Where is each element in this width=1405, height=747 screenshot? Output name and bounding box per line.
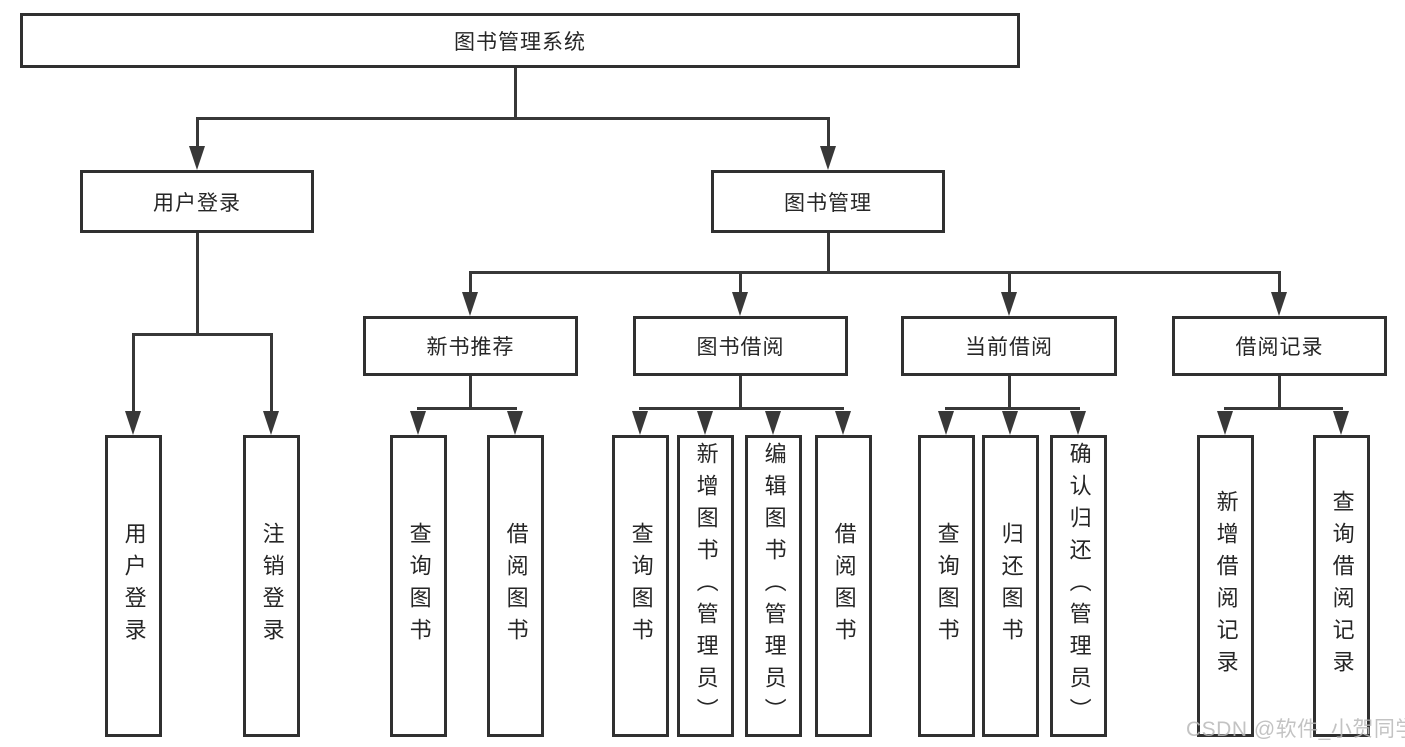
node-new-book-recommend-label: 新书推荐 — [426, 336, 515, 359]
node-book-borrow: 图书借阅 — [633, 316, 848, 376]
leaf-query-book-recommend: 查询图书 — [390, 435, 447, 737]
node-current-borrow-label: 当前借阅 — [965, 336, 1053, 359]
connector-line — [945, 407, 1080, 410]
leaf-add-book-admin: 新增图书（管理员） — [677, 435, 734, 737]
leaf-edit-book-admin: 编辑图书（管理员） — [745, 435, 802, 737]
connector-line — [1008, 271, 1011, 294]
leaf-user-login: 用户登录 — [105, 435, 162, 737]
node-root: 图书管理系统 — [20, 13, 1020, 68]
connector-line — [1008, 376, 1011, 410]
leaf-add-borrow-record-label: 新增借阅记录 — [1213, 490, 1239, 682]
connector-line — [469, 271, 472, 294]
arrow-down-icon — [732, 292, 748, 316]
leaf-query-book-recommend-label: 查询图书 — [406, 522, 432, 650]
connector-line — [514, 68, 517, 117]
connector-line — [1278, 271, 1281, 294]
arrow-down-icon — [263, 411, 279, 435]
arrow-down-icon — [632, 411, 648, 435]
arrow-down-icon — [462, 292, 478, 316]
arrow-down-icon — [697, 411, 713, 435]
arrow-down-icon — [765, 411, 781, 435]
watermark-text: CSDN @软件_小贺同学 — [1186, 718, 1405, 741]
leaf-query-book-current: 查询图书 — [918, 435, 975, 737]
node-user-login: 用户登录 — [80, 170, 314, 233]
node-book-management-label: 图书管理 — [784, 191, 872, 215]
arrow-down-icon — [835, 411, 851, 435]
connector-line — [739, 376, 742, 410]
leaf-user-login-label: 用户登录 — [121, 522, 147, 650]
leaf-borrow-book-recommend: 借阅图书 — [487, 435, 544, 737]
leaf-confirm-return-admin-label: 确认归还（管理员） — [1066, 442, 1092, 730]
connector-line — [827, 117, 830, 148]
connector-line — [739, 271, 742, 294]
leaf-return-book: 归还图书 — [982, 435, 1039, 737]
node-user-login-label: 用户登录 — [153, 191, 241, 215]
leaf-query-book-borrow: 查询图书 — [612, 435, 669, 737]
connector-line — [417, 407, 517, 410]
arrow-down-icon — [507, 411, 523, 435]
connector-line — [270, 333, 273, 413]
arrow-down-icon — [1217, 411, 1233, 435]
leaf-query-borrow-record: 查询借阅记录 — [1313, 435, 1370, 737]
leaf-borrow-book-label: 借阅图书 — [831, 522, 857, 650]
leaf-borrow-book-recommend-label: 借阅图书 — [503, 522, 529, 650]
leaf-logout-label: 注销登录 — [259, 522, 285, 650]
arrow-down-icon — [1001, 292, 1017, 316]
node-new-book-recommend: 新书推荐 — [363, 316, 578, 376]
leaf-edit-book-admin-label: 编辑图书（管理员） — [761, 442, 787, 730]
leaf-logout: 注销登录 — [243, 435, 300, 737]
arrow-down-icon — [410, 411, 426, 435]
connector-line — [132, 333, 135, 413]
arrow-down-icon — [938, 411, 954, 435]
connector-line — [196, 117, 199, 148]
node-book-management: 图书管理 — [711, 170, 945, 233]
arrow-down-icon — [1070, 411, 1086, 435]
arrow-down-icon — [1271, 292, 1287, 316]
arrow-down-icon — [189, 146, 205, 170]
leaf-query-book-borrow-label: 查询图书 — [628, 522, 654, 650]
leaf-borrow-book: 借阅图书 — [815, 435, 872, 737]
connector-line — [196, 117, 829, 120]
node-current-borrow: 当前借阅 — [901, 316, 1117, 376]
leaf-query-book-current-label: 查询图书 — [934, 522, 960, 650]
connector-line — [1224, 407, 1343, 410]
connector-line — [1278, 376, 1281, 410]
connector-line — [639, 407, 844, 410]
leaf-confirm-return-admin: 确认归还（管理员） — [1050, 435, 1107, 737]
connector-line — [196, 233, 199, 336]
arrow-down-icon — [125, 411, 141, 435]
arrow-down-icon — [1002, 411, 1018, 435]
connector-line — [469, 271, 1281, 274]
arrow-down-icon — [1333, 411, 1349, 435]
node-borrow-record-label: 借阅记录 — [1235, 336, 1324, 359]
leaf-return-book-label: 归还图书 — [998, 522, 1024, 650]
leaf-query-borrow-record-label: 查询借阅记录 — [1329, 490, 1355, 682]
node-book-borrow-label: 图书借阅 — [696, 336, 785, 359]
node-root-label: 图书管理系统 — [454, 30, 586, 54]
arrow-down-icon — [820, 146, 836, 170]
leaf-add-borrow-record: 新增借阅记录 — [1197, 435, 1254, 737]
connector-line — [827, 233, 830, 274]
connector-line — [132, 333, 273, 336]
leaf-add-book-admin-label: 新增图书（管理员） — [693, 442, 719, 730]
node-borrow-record: 借阅记录 — [1172, 316, 1387, 376]
connector-line — [469, 376, 472, 410]
